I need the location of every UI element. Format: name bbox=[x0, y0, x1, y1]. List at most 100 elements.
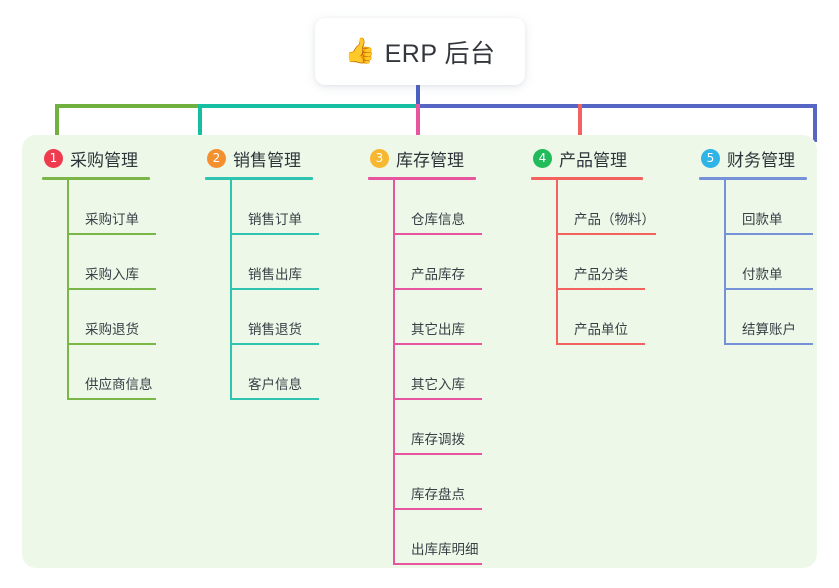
bar-segment-blue bbox=[416, 104, 716, 108]
module-title-5: 财务管理 bbox=[727, 150, 795, 170]
module-item[interactable]: 销售退货 bbox=[230, 290, 319, 345]
module-column-5: 5 财务管理回款单付款单结算账户 bbox=[699, 146, 813, 345]
module-item[interactable]: 产品单位 bbox=[556, 290, 645, 345]
thumbs-up-icon: 👍 bbox=[344, 37, 376, 65]
module-item[interactable]: 产品库存 bbox=[393, 235, 482, 290]
module-item-label: 其它出库 bbox=[411, 322, 465, 337]
module-item[interactable]: 供应商信息 bbox=[67, 345, 156, 400]
module-item-label: 销售订单 bbox=[248, 212, 302, 227]
drop-connector-4 bbox=[578, 104, 582, 142]
module-item[interactable]: 其它出库 bbox=[393, 290, 482, 345]
root-node-card[interactable]: 👍 ERP 后台 bbox=[315, 18, 525, 85]
module-header-rule-4 bbox=[531, 177, 643, 180]
module-item-rule bbox=[393, 233, 482, 235]
bar-segment-green bbox=[55, 104, 202, 108]
module-item-rule bbox=[724, 233, 813, 235]
module-header-4[interactable]: 4 产品管理 bbox=[531, 146, 643, 170]
module-header-rule-3 bbox=[368, 177, 476, 180]
module-item-list-5: 回款单付款单结算账户 bbox=[699, 180, 813, 345]
module-spine-3 bbox=[393, 180, 395, 565]
module-item-list-2: 销售订单销售出库销售退货客户信息 bbox=[205, 180, 319, 400]
module-item[interactable]: 产品（物料） bbox=[556, 180, 656, 235]
drop-connector-3 bbox=[416, 104, 420, 142]
module-item-rule bbox=[724, 343, 813, 345]
module-item-list-3: 仓库信息产品库存其它出库其它入库库存调拨库存盘点出库库明细 bbox=[368, 180, 482, 565]
module-item-label: 采购入库 bbox=[85, 267, 139, 282]
module-badge-4: 4 bbox=[533, 148, 552, 168]
bar-segment-blue-right bbox=[710, 104, 817, 108]
module-item-rule bbox=[230, 233, 319, 235]
module-item[interactable]: 回款单 bbox=[724, 180, 813, 235]
module-item-rule bbox=[393, 288, 482, 290]
module-header-rule-5 bbox=[699, 177, 807, 180]
module-item-rule bbox=[556, 343, 645, 345]
drop-connector-5 bbox=[813, 104, 817, 142]
module-header-1[interactable]: 1 采购管理 bbox=[42, 146, 150, 170]
module-item-rule bbox=[393, 398, 482, 400]
module-item-rule bbox=[393, 508, 482, 510]
module-item-rule bbox=[393, 563, 482, 565]
module-item[interactable]: 销售出库 bbox=[230, 235, 319, 290]
module-spine-1 bbox=[67, 180, 69, 400]
module-badge-5: 5 bbox=[701, 148, 720, 168]
module-title-2: 销售管理 bbox=[233, 150, 301, 170]
module-badge-1: 1 bbox=[44, 148, 63, 168]
module-item-label: 结算账户 bbox=[742, 322, 796, 337]
module-item-list-4: 产品（物料）产品分类产品单位 bbox=[531, 180, 656, 345]
root-title: ERP 后台 bbox=[384, 39, 496, 68]
module-item[interactable]: 销售订单 bbox=[230, 180, 319, 235]
module-item-label: 库存调拨 bbox=[411, 432, 465, 447]
module-item-list-1: 采购订单采购入库采购退货供应商信息 bbox=[42, 180, 156, 400]
module-item[interactable]: 付款单 bbox=[724, 235, 813, 290]
module-item-rule bbox=[230, 398, 319, 400]
module-item-label: 库存盘点 bbox=[411, 487, 465, 502]
module-item[interactable]: 产品分类 bbox=[556, 235, 645, 290]
module-item-label: 销售退货 bbox=[248, 322, 302, 337]
module-item[interactable]: 采购退货 bbox=[67, 290, 156, 345]
module-title-1: 采购管理 bbox=[70, 150, 138, 170]
module-item-label: 供应商信息 bbox=[85, 377, 153, 392]
module-spine-4 bbox=[556, 180, 558, 345]
module-item[interactable]: 结算账户 bbox=[724, 290, 813, 345]
module-item[interactable]: 采购订单 bbox=[67, 180, 156, 235]
module-item-rule bbox=[67, 233, 156, 235]
module-item[interactable]: 其它入库 bbox=[393, 345, 482, 400]
module-item[interactable]: 库存调拨 bbox=[393, 400, 482, 455]
module-header-rule-1 bbox=[42, 177, 150, 180]
module-item[interactable]: 出库库明细 bbox=[393, 510, 482, 565]
module-item[interactable]: 仓库信息 bbox=[393, 180, 482, 235]
module-item[interactable]: 库存盘点 bbox=[393, 455, 482, 510]
module-item-rule bbox=[230, 343, 319, 345]
drop-connector-1 bbox=[55, 104, 59, 142]
module-header-rule-2 bbox=[205, 177, 313, 180]
module-spine-2 bbox=[230, 180, 232, 400]
module-header-5[interactable]: 5 财务管理 bbox=[699, 146, 807, 170]
module-item-label: 销售出库 bbox=[248, 267, 302, 282]
module-item-rule bbox=[393, 343, 482, 345]
module-item[interactable]: 客户信息 bbox=[230, 345, 319, 400]
module-item-label: 产品库存 bbox=[411, 267, 465, 282]
module-item-label: 出库库明细 bbox=[411, 542, 479, 557]
module-item-label: 采购订单 bbox=[85, 212, 139, 227]
modules-panel bbox=[22, 135, 817, 568]
module-item-rule bbox=[724, 288, 813, 290]
module-item-label: 产品单位 bbox=[574, 322, 628, 337]
module-item-rule bbox=[556, 233, 656, 235]
module-item[interactable]: 采购入库 bbox=[67, 235, 156, 290]
module-item-label: 仓库信息 bbox=[411, 212, 465, 227]
module-item-label: 客户信息 bbox=[248, 377, 302, 392]
module-item-rule bbox=[393, 453, 482, 455]
module-item-rule bbox=[230, 288, 319, 290]
module-title-4: 产品管理 bbox=[559, 150, 627, 170]
module-item-label: 其它入库 bbox=[411, 377, 465, 392]
module-item-rule bbox=[556, 288, 645, 290]
module-item-label: 回款单 bbox=[742, 212, 783, 227]
module-badge-3: 3 bbox=[370, 148, 389, 168]
module-item-rule bbox=[67, 288, 156, 290]
module-item-rule bbox=[67, 398, 156, 400]
module-column-1: 1 采购管理采购订单采购入库采购退货供应商信息 bbox=[42, 146, 156, 400]
